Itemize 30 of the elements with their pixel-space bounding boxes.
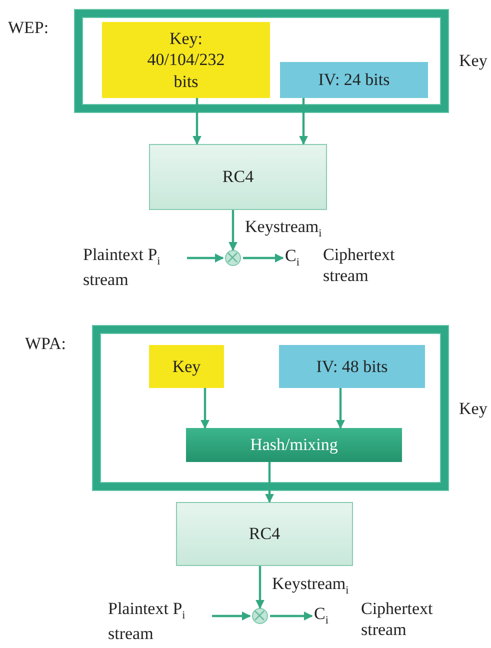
node-text: Plaintext P$_{i}$ stream — [108, 598, 210, 644]
key-block: Key: 40/104/232 bits — [102, 22, 270, 98]
iv-block: IV: 48 bits — [279, 345, 425, 388]
node-text: Plaintext P$_{i}$ stream — [83, 244, 185, 290]
key-block: Key — [149, 345, 224, 388]
xor-symbol — [252, 608, 268, 624]
arrow — [212, 612, 251, 620]
frame-heading: Key — [459, 50, 488, 72]
arrow — [243, 254, 284, 262]
node-caption: Ciphertext stream — [323, 244, 396, 286]
process-box: RC4 — [176, 502, 353, 566]
iv-block: IV: 24 bits — [280, 62, 428, 98]
process-bar: Hash/mixing — [186, 428, 402, 462]
arrow — [228, 210, 238, 251]
arrow — [336, 388, 345, 429]
arrow — [270, 612, 313, 620]
arrow — [187, 254, 224, 262]
node-caption: Ciphertext stream — [361, 598, 434, 640]
arrow — [256, 566, 264, 609]
arrow — [192, 98, 202, 145]
node-text: C$_{i}$ — [285, 246, 309, 270]
section-label: WPA: — [25, 334, 66, 354]
process-box: RC4 — [149, 144, 327, 210]
section-label: WEP: — [8, 18, 49, 38]
arrow — [265, 462, 274, 503]
frame-heading: Key — [459, 398, 488, 420]
arrow — [200, 388, 210, 429]
node-text: C$_{i}$ — [314, 604, 338, 628]
arrow — [299, 98, 308, 145]
xor-symbol — [225, 250, 241, 266]
